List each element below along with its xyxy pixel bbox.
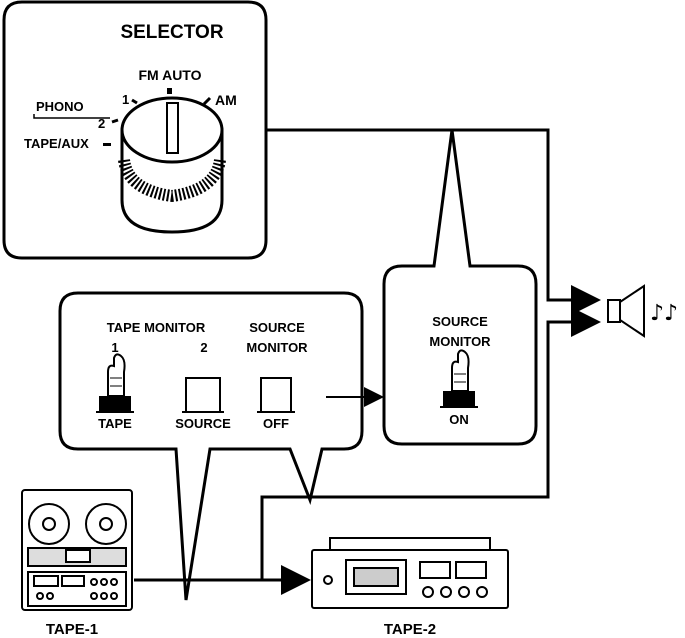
music-notes-icon: ♪♪ bbox=[650, 301, 678, 326]
tape2-label: TAPE-2 bbox=[384, 621, 436, 638]
tape2-deck-icon bbox=[311, 537, 509, 609]
selector-fm-auto-label: FM AUTO bbox=[139, 67, 202, 83]
tape-monitor-1-label: 1 bbox=[111, 340, 118, 355]
on-panel-label-line2: MONITOR bbox=[429, 334, 491, 349]
tape1-deck-icon bbox=[21, 489, 133, 611]
switch-on-label: ON bbox=[449, 412, 469, 427]
tape-monitor-label: TAPE MONITOR bbox=[107, 320, 206, 335]
selector-phono-label: PHONO bbox=[36, 99, 84, 114]
finger-icon bbox=[451, 349, 470, 392]
tape-monitor-2-switch[interactable] bbox=[182, 377, 224, 413]
selector-knob[interactable] bbox=[118, 96, 226, 234]
selector-to-speaker-line bbox=[266, 128, 601, 315]
phono-1-tick bbox=[131, 98, 138, 105]
tape1-label: TAPE-1 bbox=[46, 621, 98, 638]
switch-off-label: OFF bbox=[263, 416, 289, 431]
selector-am-label: AM bbox=[215, 92, 237, 108]
source-monitor-label-line1: SOURCE bbox=[249, 320, 305, 335]
tape-monitor-1-switch[interactable] bbox=[96, 353, 134, 413]
tape-aux-tick bbox=[103, 143, 111, 146]
tape1-to-speaker-line bbox=[260, 307, 601, 580]
knob-pointer bbox=[166, 102, 179, 154]
selector-tape-aux-label: TAPE/AUX bbox=[24, 136, 89, 151]
selector-title: SELECTOR bbox=[120, 22, 223, 43]
fm-auto-tick bbox=[167, 88, 172, 94]
signal-lines bbox=[134, 128, 601, 595]
source-monitor-on-panel: SOURCE MONITOR ON bbox=[382, 129, 538, 446]
selector-panel: SELECTOR FM AUTO AM PHONO 1 2 TAPE/AUX bbox=[2, 0, 268, 260]
source-monitor-off-switch[interactable] bbox=[257, 377, 295, 413]
speaker-icon bbox=[607, 284, 645, 338]
phono-2-tick bbox=[111, 118, 119, 124]
switch-tape-label: TAPE bbox=[98, 416, 132, 431]
selector-phono-2-label: 2 bbox=[98, 116, 105, 131]
phono-bracket bbox=[33, 114, 110, 119]
switch-source-label: SOURCE bbox=[175, 416, 231, 431]
source-monitor-on-switch[interactable] bbox=[440, 349, 478, 408]
source-monitor-label-line2: MONITOR bbox=[246, 340, 308, 355]
on-panel-label-line1: SOURCE bbox=[432, 314, 488, 329]
tape-monitor-2-label: 2 bbox=[200, 340, 207, 355]
tape-monitor-panel: TAPE MONITOR 1 2 SOURCE MONITOR TAPE SOU… bbox=[58, 291, 364, 601]
am-tick bbox=[202, 96, 212, 106]
selector-phono-1-label: 1 bbox=[122, 92, 129, 107]
